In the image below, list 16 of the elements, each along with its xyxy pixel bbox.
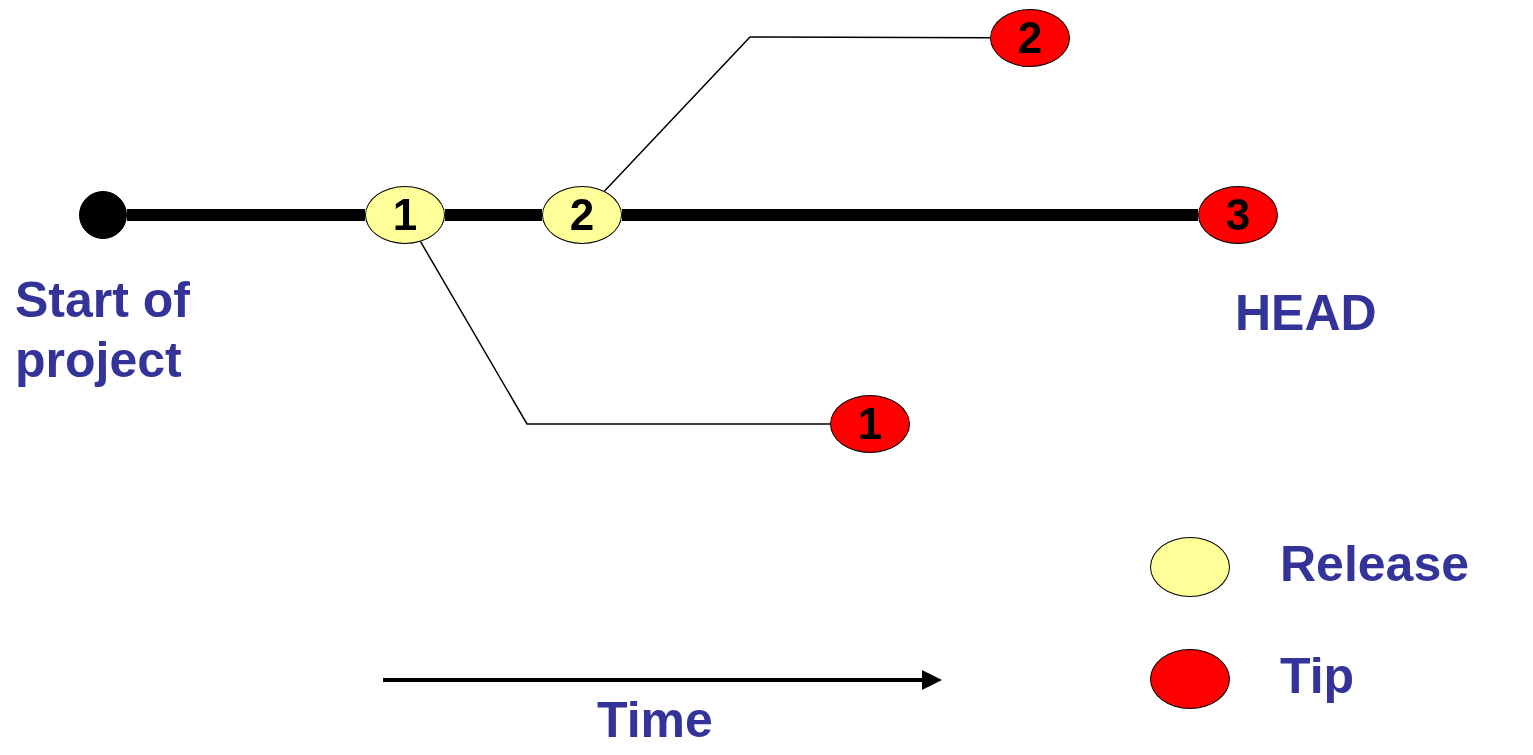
node-caption: HEAD: [1235, 284, 1378, 343]
version-number: 1: [857, 402, 883, 446]
version-number: 2: [569, 193, 595, 237]
branch-line: [419, 240, 831, 425]
trunk-line: [445, 209, 542, 221]
trunk-line: [622, 209, 1198, 221]
node-caption: Start of project: [15, 271, 191, 390]
branch-line: [603, 36, 991, 192]
version-number: 2: [1017, 16, 1043, 60]
axis-label: Time: [597, 691, 713, 750]
legend-label: Release: [1280, 535, 1470, 594]
start-dot: [79, 191, 127, 239]
legend-label: Tip: [1280, 647, 1355, 706]
trunk-line: [127, 209, 365, 221]
version-number: 3: [1225, 193, 1251, 237]
version-number: 1: [392, 193, 418, 237]
